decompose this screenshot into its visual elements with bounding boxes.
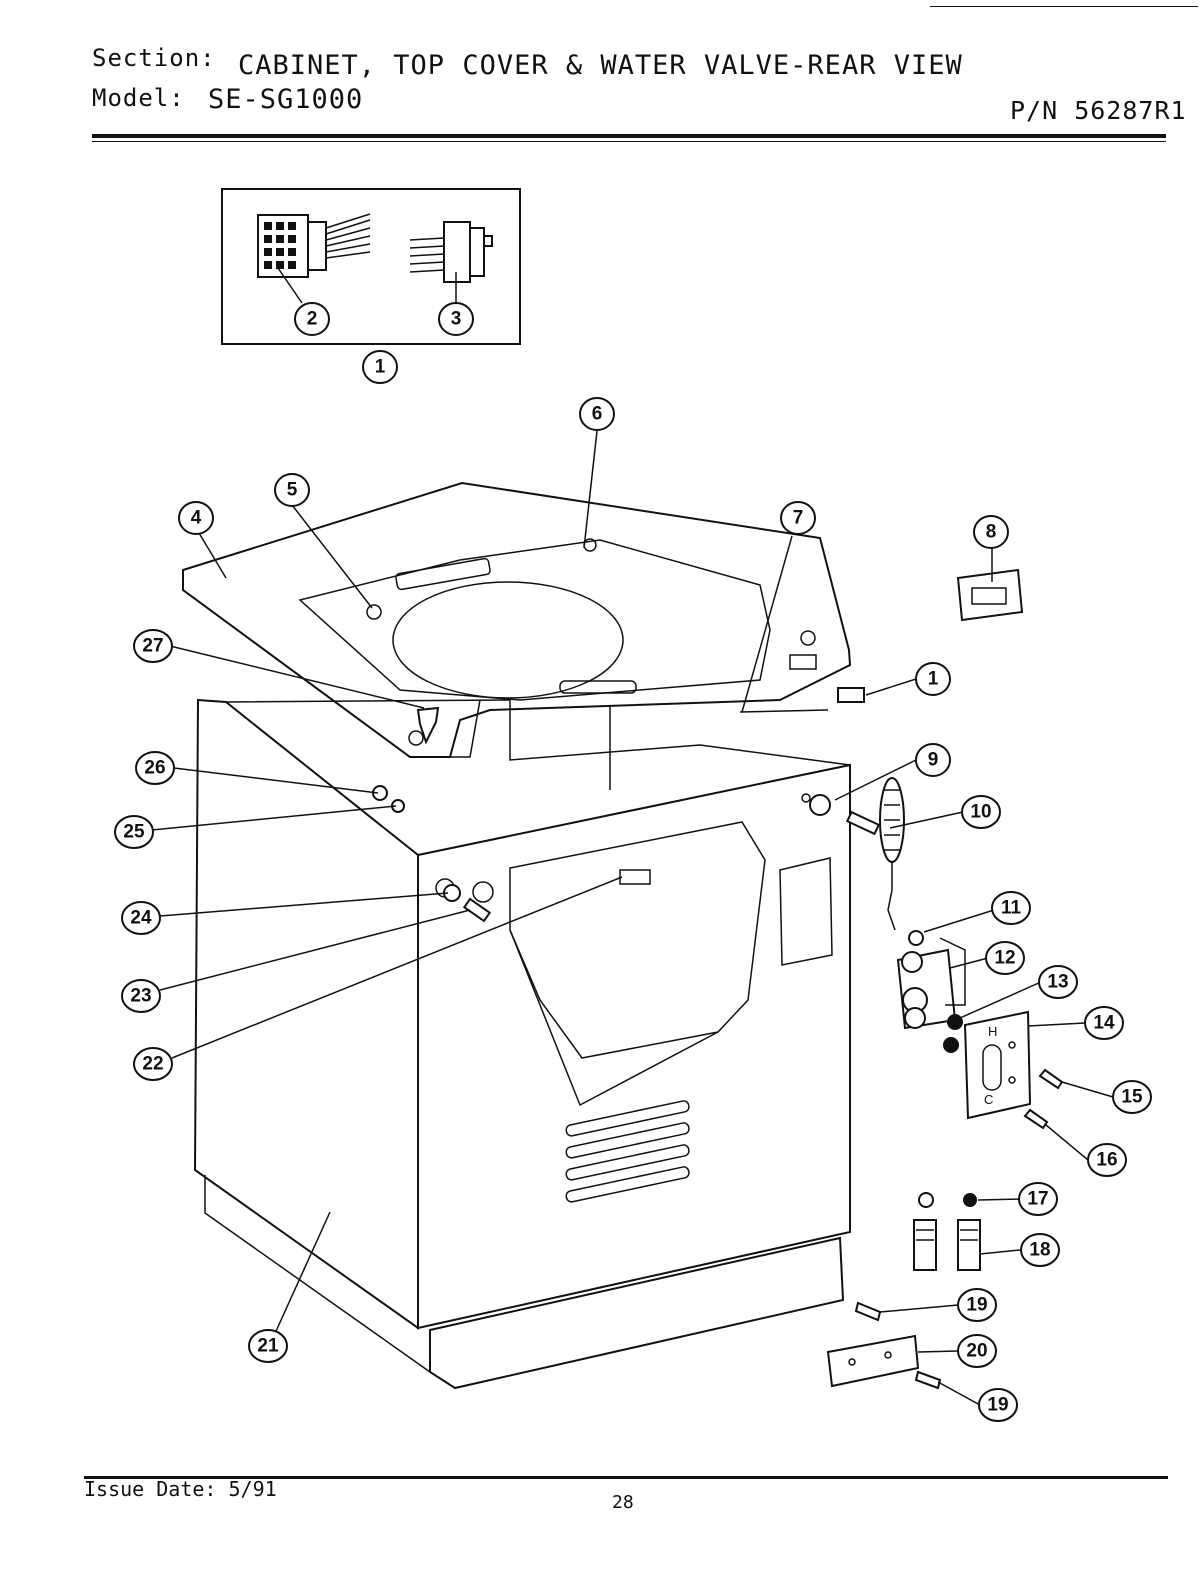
svg-text:17: 17 — [1027, 1189, 1048, 1210]
callout-15: 15 — [1112, 1080, 1152, 1114]
header-rule-thin — [92, 141, 1166, 142]
svg-text:8: 8 — [986, 522, 997, 543]
svg-text:15: 15 — [1121, 1087, 1143, 1108]
callout-inset-2: 2 — [294, 302, 330, 336]
callout-label: 3 — [451, 309, 462, 330]
svg-text:7: 7 — [793, 508, 804, 529]
callout-label: 2 — [307, 309, 318, 330]
connector-2-drawing — [257, 213, 371, 278]
svg-text:21: 21 — [257, 1336, 279, 1357]
callout-19-bottom: 19 — [978, 1388, 1018, 1422]
callout-21: 21 — [248, 1329, 288, 1363]
callout-13: 13 — [1038, 965, 1078, 999]
svg-text:1: 1 — [928, 669, 939, 690]
callout-6: 6 — [579, 397, 615, 431]
cold-mark: C — [984, 1092, 993, 1107]
callout-12: 12 — [985, 941, 1025, 975]
header-rule — [92, 134, 1166, 138]
callout-11: 11 — [991, 891, 1031, 925]
svg-text:19: 19 — [987, 1395, 1008, 1416]
footer-rule — [84, 1476, 1168, 1479]
callout-26: 26 — [135, 751, 175, 785]
callout-10: 10 — [961, 795, 1001, 829]
svg-text:12: 12 — [994, 948, 1015, 969]
svg-text:4: 4 — [191, 508, 202, 529]
svg-text:22: 22 — [142, 1054, 163, 1075]
callout-9: 9 — [915, 743, 951, 777]
svg-text:5: 5 — [287, 480, 298, 501]
callout-17: 17 — [1018, 1182, 1058, 1216]
svg-text:19: 19 — [966, 1295, 987, 1316]
callout-inset-1: 1 — [362, 350, 398, 384]
callout-18: 18 — [1020, 1233, 1060, 1267]
svg-text:26: 26 — [144, 758, 165, 779]
callout-20: 20 — [957, 1334, 997, 1368]
callout-8: 8 — [973, 515, 1009, 549]
svg-text:18: 18 — [1029, 1240, 1050, 1261]
svg-text:25: 25 — [123, 822, 145, 843]
top-cover-drawing — [182, 481, 852, 758]
hot-mark: H — [988, 1024, 997, 1039]
callout-22: 22 — [133, 1047, 173, 1081]
leader-lines — [151, 430, 1114, 1406]
callout-4: 4 — [178, 501, 214, 535]
svg-text:20: 20 — [966, 1341, 987, 1362]
cabinet-vents — [565, 1100, 690, 1203]
cabinet-drawing — [193, 698, 851, 1390]
callout-19-top: 19 — [957, 1288, 997, 1322]
section-title: CABINET, TOP COVER & WATER VALVE-REAR VI… — [238, 50, 963, 81]
connector-3-drawing — [409, 221, 493, 283]
callout-16: 16 — [1087, 1143, 1127, 1177]
callout-23: 23 — [121, 979, 161, 1013]
model-label: Model: — [92, 84, 185, 112]
callout-5: 5 — [274, 473, 310, 507]
svg-text:11: 11 — [1001, 898, 1022, 919]
part-number: P/N 56287R1 — [1010, 96, 1187, 125]
callout-27: 27 — [133, 629, 173, 663]
svg-text:13: 13 — [1047, 972, 1068, 993]
svg-text:6: 6 — [592, 404, 603, 425]
top-corner-rule — [930, 6, 1198, 7]
svg-text:14: 14 — [1093, 1013, 1115, 1034]
svg-text:10: 10 — [970, 802, 991, 823]
callout-24: 24 — [121, 901, 161, 935]
svg-text:16: 16 — [1096, 1150, 1117, 1171]
model-number: SE-SG1000 — [208, 84, 364, 115]
svg-text:27: 27 — [142, 636, 163, 657]
callout-1: 1 — [915, 662, 951, 696]
wiring-harness-inset — [221, 188, 521, 345]
callout-25: 25 — [114, 815, 154, 849]
svg-text:23: 23 — [130, 986, 151, 1007]
issue-date: Issue Date: 5/91 — [84, 1477, 277, 1501]
section-label: Section: — [92, 44, 216, 72]
callout-label: 1 — [375, 357, 386, 378]
svg-text:9: 9 — [928, 750, 939, 771]
callout-inset-3: 3 — [438, 302, 474, 336]
callout-7: 7 — [780, 501, 816, 535]
page-number: 28 — [612, 1492, 634, 1513]
side-parts-drawing — [372, 568, 1064, 1390]
svg-text:24: 24 — [130, 908, 152, 929]
callout-14: 14 — [1084, 1006, 1124, 1040]
